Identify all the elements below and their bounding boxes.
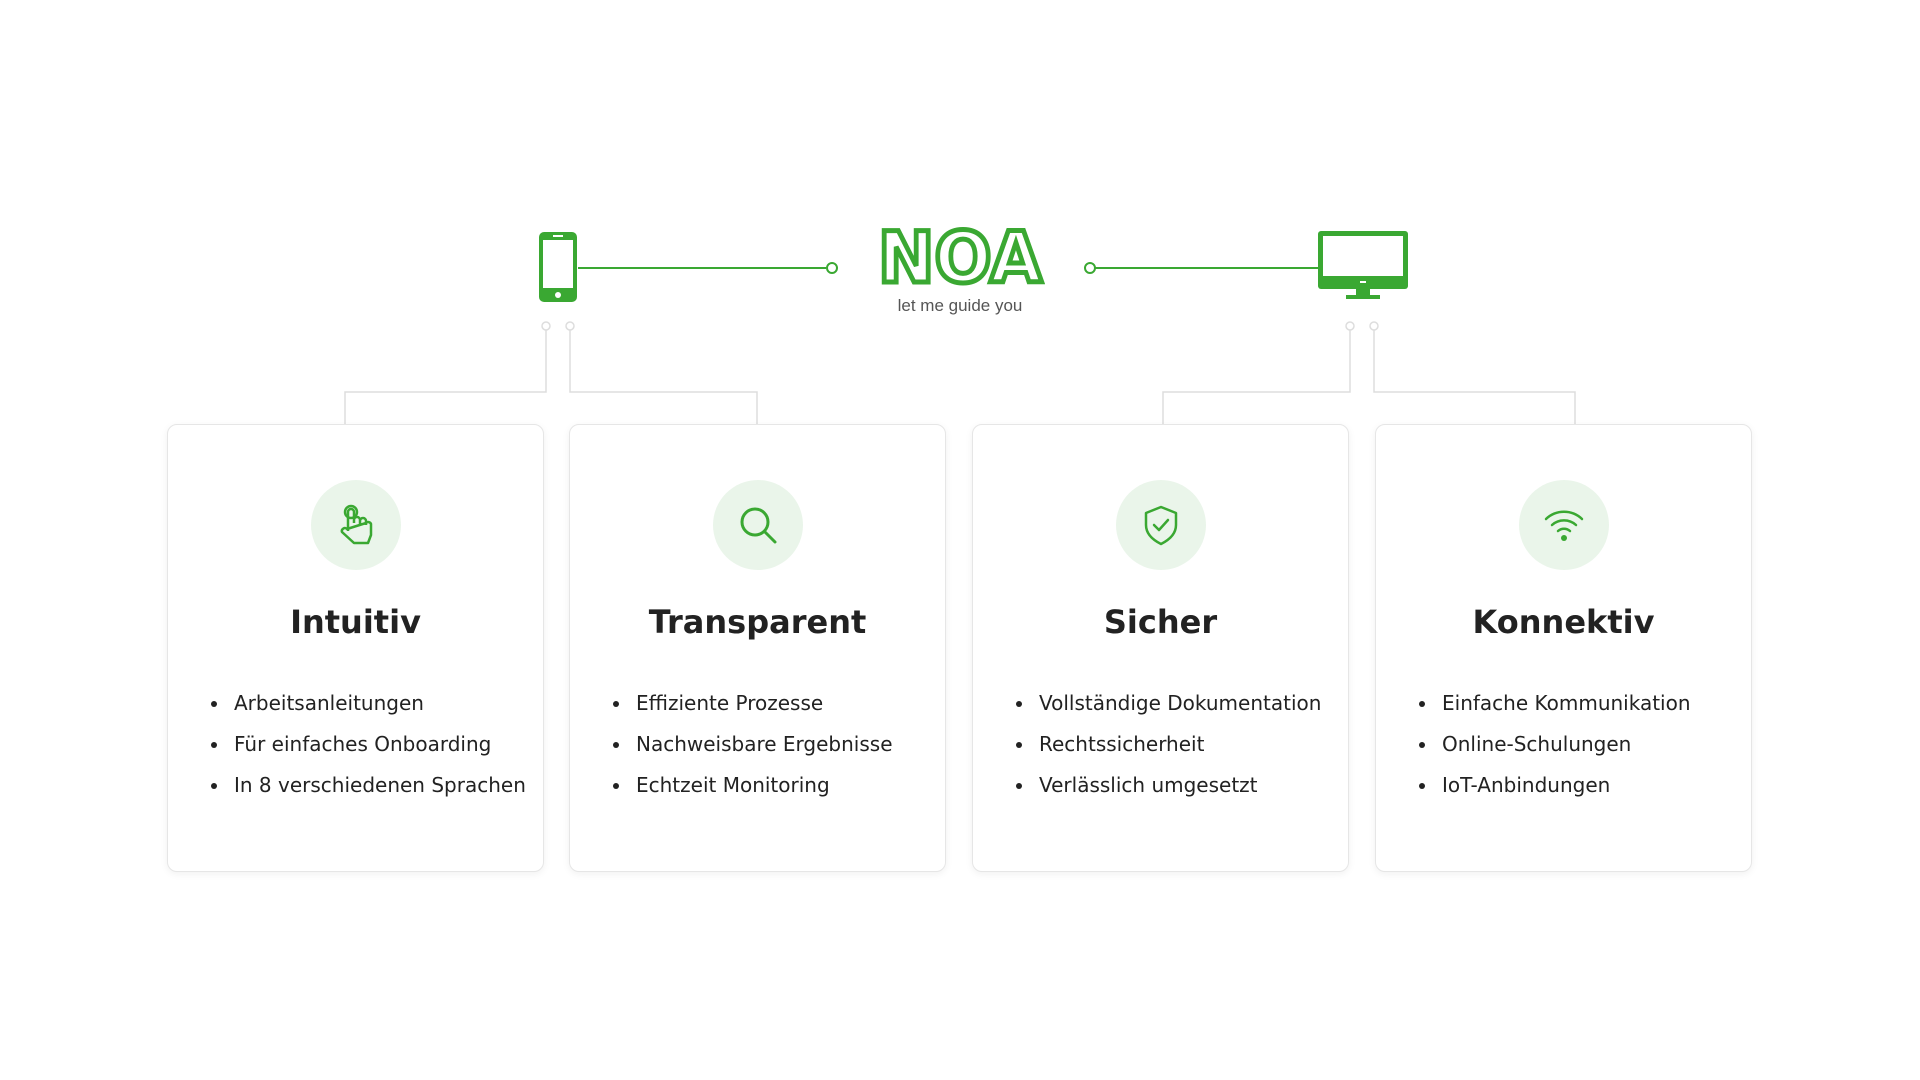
list-item: In 8 verschiedenen Sprachen — [230, 765, 526, 806]
feature-list: Vollständige Dokumentation Rechtssicherh… — [1015, 683, 1321, 806]
list-item: Vollständige Dokumentation — [1035, 683, 1321, 724]
list-item: Effiziente Prozesse — [632, 683, 893, 724]
feature-card-konnektiv: Konnektiv Einfache Kommunikation Online-… — [1375, 424, 1752, 872]
feature-card-transparent: Transparent Effiziente Prozesse Nachweis… — [569, 424, 946, 872]
list-item: Verlässlich umgesetzt — [1035, 765, 1321, 806]
brand-name: NOA — [878, 217, 1042, 290]
list-item: Für einfaches Onboarding — [230, 724, 526, 765]
noa-logo: NOA — [876, 215, 1045, 291]
shield-check-icon — [1144, 505, 1178, 546]
list-item: IoT-Anbindungen — [1438, 765, 1691, 806]
pointer-hand-icon — [340, 504, 373, 545]
feature-list: Effiziente Prozesse Nachweisbare Ergebni… — [612, 683, 893, 806]
feature-card-intuitiv: Intuitiv Arbeitsanleitungen Für einfache… — [167, 424, 544, 872]
list-item: Rechtssicherheit — [1035, 724, 1321, 765]
card-title: Sicher — [1103, 603, 1218, 641]
list-item: Arbeitsanleitungen — [230, 683, 526, 724]
smartphone-icon — [539, 232, 577, 302]
search-icon — [740, 507, 777, 544]
brand-tagline: let me guide you — [897, 296, 1023, 315]
list-item: Nachweisbare Ergebnisse — [632, 724, 893, 765]
monitor-icon — [1318, 231, 1408, 299]
feature-card-sicher: Sicher Vollständige Dokumentation Rechts… — [972, 424, 1349, 872]
card-title: Transparent — [648, 603, 867, 641]
card-title: Konnektiv — [1472, 603, 1655, 641]
wifi-icon — [1544, 510, 1584, 541]
feature-list: Einfache Kommunikation Online-Schulungen… — [1418, 683, 1691, 806]
card-title: Intuitiv — [290, 603, 421, 641]
list-item: Echtzeit Monitoring — [632, 765, 893, 806]
list-item: Online-Schulungen — [1438, 724, 1691, 765]
list-item: Einfache Kommunikation — [1438, 683, 1691, 724]
feature-list: Arbeitsanleitungen Für einfaches Onboard… — [210, 683, 526, 806]
